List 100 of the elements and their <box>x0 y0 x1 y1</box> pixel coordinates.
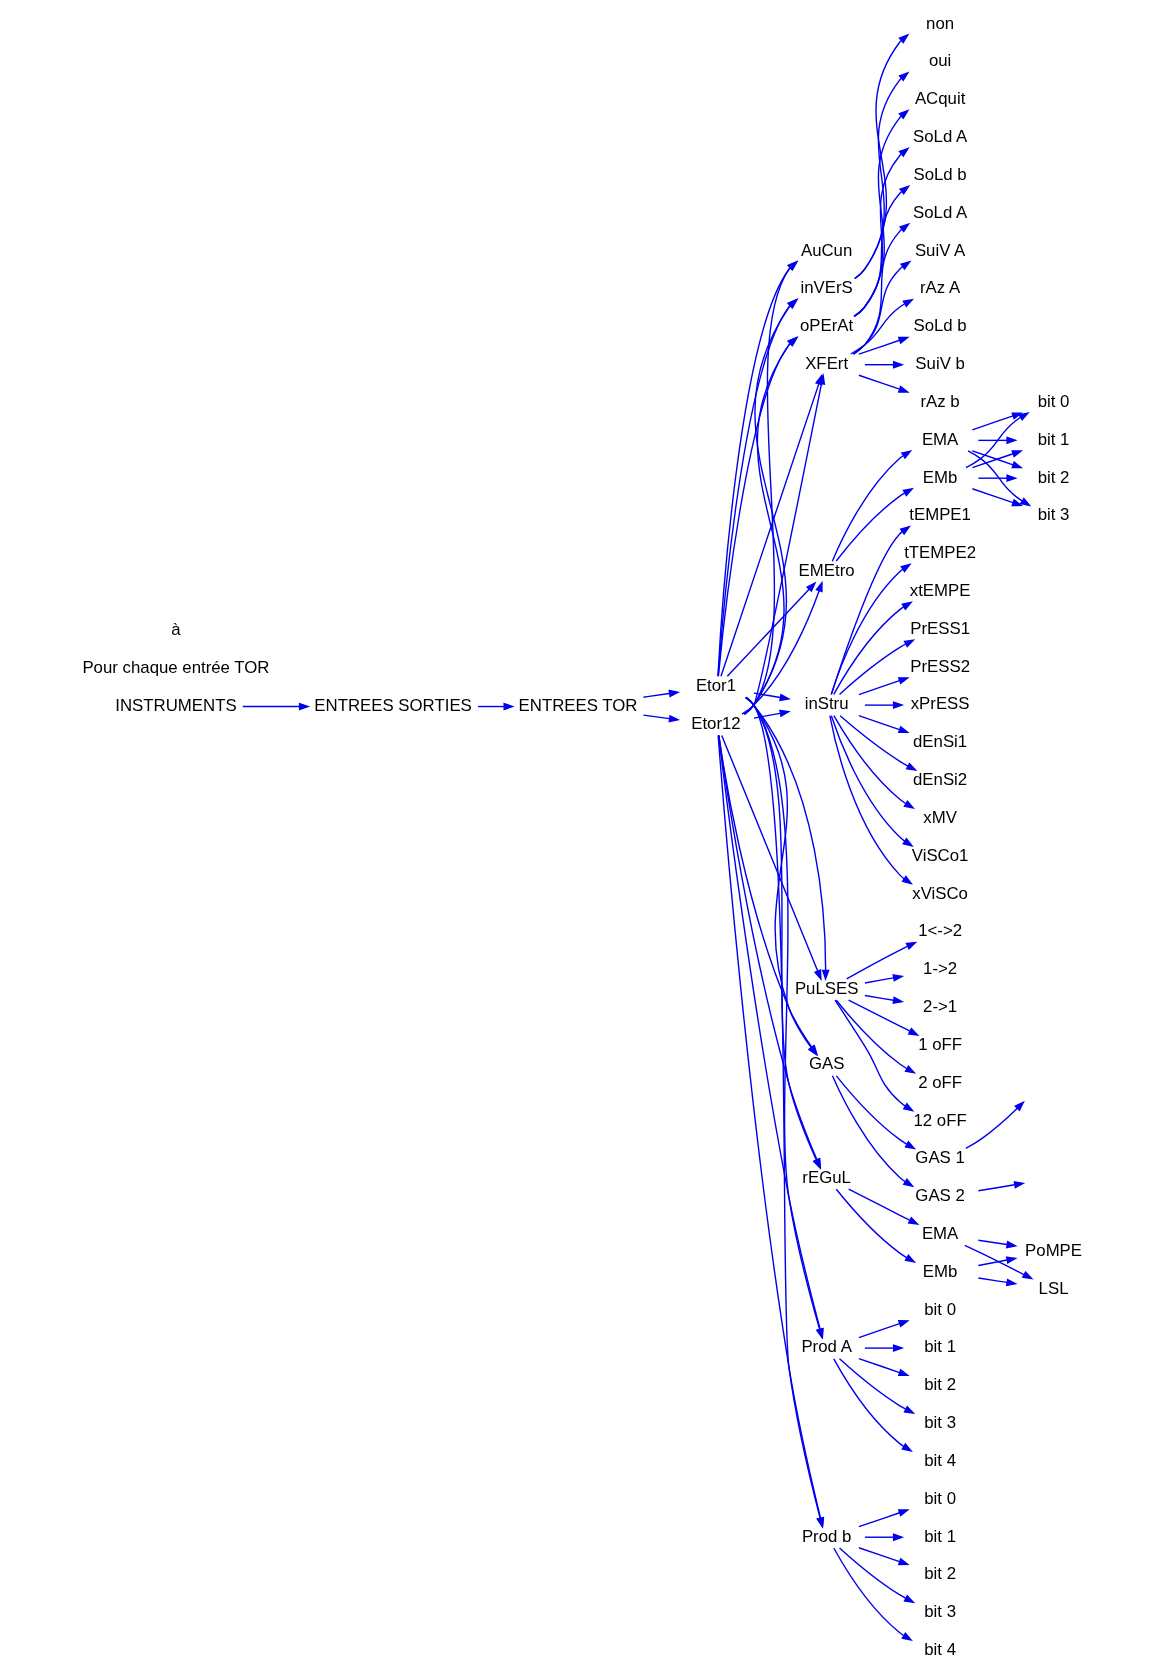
arrow <box>720 734 822 981</box>
node-text: SoLd A <box>912 127 967 147</box>
arrow <box>830 525 911 696</box>
arrow <box>726 581 816 677</box>
node-text: 1->2 <box>922 959 957 979</box>
arrow <box>832 1547 913 1642</box>
node-text: dEnSi2 <box>912 770 967 790</box>
node-text: EMb <box>922 1261 957 1281</box>
label: Pour chaque entrée TOR <box>81 658 269 678</box>
node-text: xPrESS <box>910 694 970 714</box>
arrow <box>752 709 791 719</box>
node-text: AuCun <box>800 240 852 260</box>
node-text: Etor12 <box>690 714 741 734</box>
node-text: Prod b <box>801 1526 851 1546</box>
arrow <box>853 71 909 280</box>
arrow <box>642 714 680 723</box>
node-text: xtEMPE <box>909 581 970 600</box>
node-text: ENTREES SORTIES <box>313 695 472 715</box>
node-text: bit 0 <box>923 1488 956 1508</box>
node-text: 2 oFF <box>917 1072 962 1092</box>
node-text: bit 3 <box>1037 505 1069 525</box>
arrow <box>971 450 1023 469</box>
arrow <box>830 563 912 696</box>
node-text: PoMPE <box>1024 1240 1082 1260</box>
node-text: GAS 2 <box>914 1186 965 1206</box>
arrow <box>831 1075 914 1188</box>
arrow <box>977 1239 1018 1249</box>
node-text: 12 oFF <box>913 1110 967 1130</box>
arrow <box>851 260 911 355</box>
node-text: dEnSi1 <box>912 732 967 752</box>
node-text: bit 0 <box>1037 391 1069 411</box>
node-text: EMEtro <box>798 561 855 581</box>
arrow <box>476 702 515 711</box>
arrow <box>863 701 904 710</box>
arrow <box>857 1320 910 1339</box>
arrow <box>849 298 914 355</box>
node-text: EMA <box>921 1223 958 1243</box>
arrow <box>853 33 909 280</box>
arrow <box>857 1547 910 1566</box>
arrow <box>828 714 913 885</box>
arrow <box>752 692 791 702</box>
arrow <box>964 1100 1025 1149</box>
arrow <box>971 488 1023 507</box>
node-text: XFErt <box>804 354 848 374</box>
node-text: bit 1 <box>1037 429 1069 449</box>
node-text: tEMPE1 <box>908 505 971 525</box>
arrow <box>863 360 904 369</box>
arrow <box>832 1358 913 1452</box>
arrow <box>832 601 913 696</box>
arrow <box>863 1533 904 1542</box>
node-text: INSTRUMENTS <box>114 695 237 715</box>
node-text: SoLd b <box>912 164 967 184</box>
arrow <box>642 689 680 698</box>
node-text: 1<->2 <box>917 921 962 941</box>
arrow <box>857 1357 910 1377</box>
arrow <box>863 1344 904 1353</box>
node-text: bit 2 <box>1037 467 1069 487</box>
node-text: inVErS <box>800 278 853 298</box>
node-text: bit 1 <box>923 1337 956 1357</box>
arrow <box>966 450 1031 507</box>
node-text: Etor1 <box>695 676 736 696</box>
arrow <box>717 734 821 1170</box>
arrow <box>963 1244 1034 1280</box>
arrow <box>838 715 917 772</box>
node-text: bit 4 <box>923 1640 956 1660</box>
arrow <box>977 474 1018 483</box>
arrow <box>977 1256 1018 1267</box>
node-text: xViSCo <box>911 883 968 903</box>
arrow <box>833 999 914 1112</box>
arrow <box>241 702 310 711</box>
node-text: SoLd A <box>912 202 967 222</box>
label: à <box>170 620 181 640</box>
arrow <box>838 1358 915 1415</box>
arrow <box>838 1547 915 1604</box>
node-text: SuiV A <box>914 240 965 260</box>
arrow <box>847 1188 919 1226</box>
arrow <box>835 1075 916 1150</box>
node-text: PrESS1 <box>909 618 970 638</box>
arrow <box>977 1277 1018 1287</box>
node-text: Prod A <box>800 1337 852 1357</box>
node-text: xMV <box>922 807 957 827</box>
node-text: rEGuL <box>801 1167 851 1187</box>
node-text: bit 3 <box>923 1602 956 1622</box>
node-text: bit 1 <box>923 1526 956 1546</box>
node-text: EMA <box>921 429 958 449</box>
arrow <box>971 412 1023 431</box>
node-text: ENTREES TOR <box>518 695 637 715</box>
arrow <box>863 974 904 984</box>
node-text: SuiV b <box>914 354 965 374</box>
arrow <box>847 999 919 1036</box>
arrow <box>743 696 830 981</box>
arrow <box>830 715 914 847</box>
arrow <box>977 436 1018 445</box>
node-text: rAz b <box>920 391 960 411</box>
arrow <box>838 639 915 696</box>
arrow <box>845 941 917 980</box>
node-text: bit 3 <box>923 1413 956 1433</box>
node-text: SoLd b <box>912 316 967 336</box>
arrow <box>740 580 823 715</box>
arrow <box>852 222 910 355</box>
